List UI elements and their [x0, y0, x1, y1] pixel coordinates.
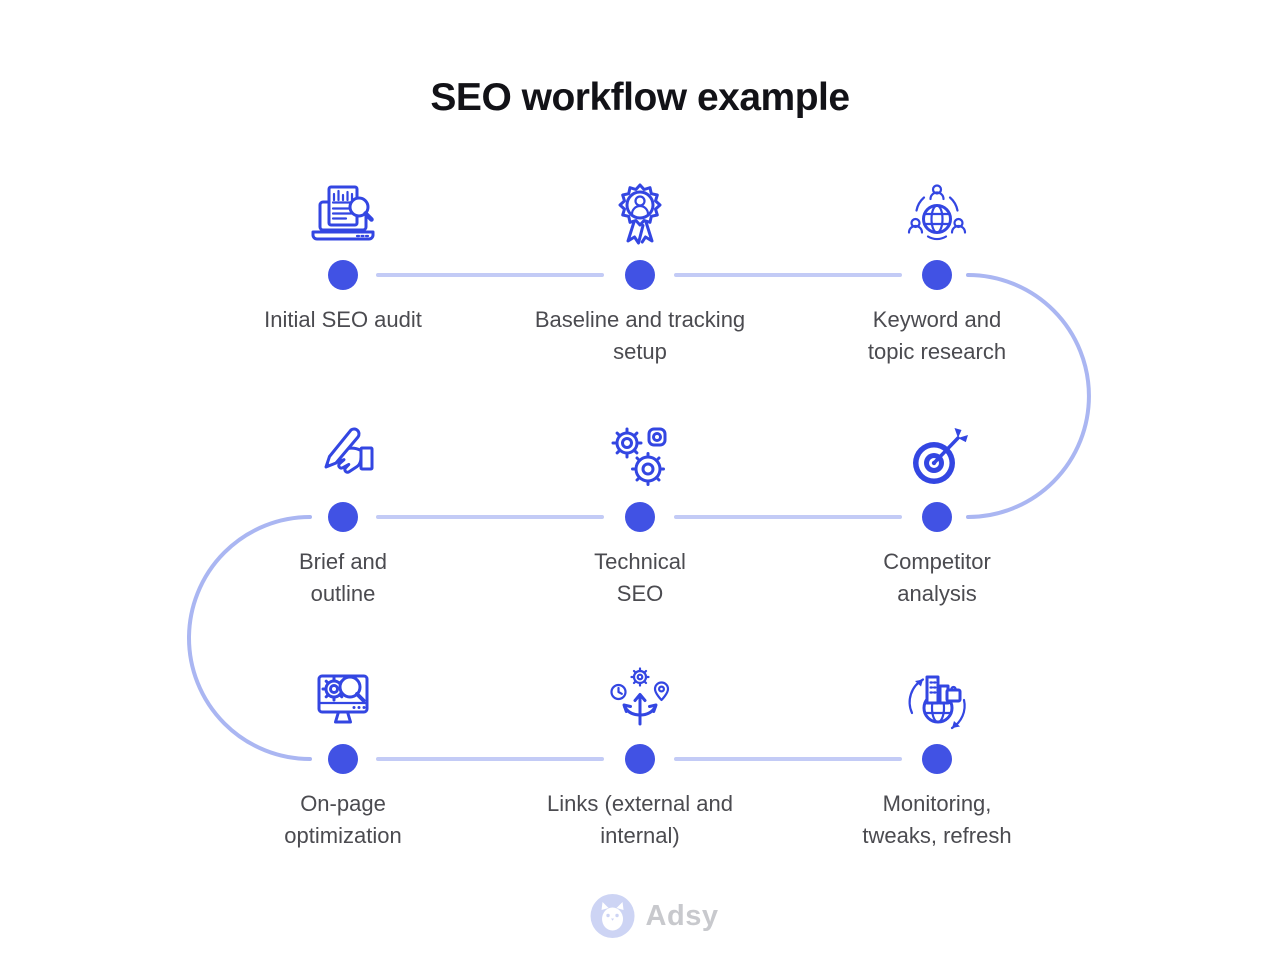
step-initial-seo-audit: Initial SEO audit — [203, 178, 483, 336]
step-competitor-analysis: Competitor analysis — [797, 420, 1077, 610]
step-technical-seo: Technical SEO — [500, 420, 780, 610]
target-arrow-icon — [797, 420, 1077, 494]
branching-arrows-icon — [500, 662, 780, 736]
step-label: Links (external and internal) — [547, 791, 733, 848]
step-baseline-tracking: Baseline and tracking setup — [500, 178, 780, 368]
globe-buildings-refresh-icon — [797, 662, 1077, 736]
step-node-dot — [328, 744, 358, 774]
step-label: On-page optimization — [284, 791, 402, 848]
step-brief-outline: Brief and outline — [203, 420, 483, 610]
gears-icon — [500, 420, 780, 494]
step-label: Monitoring, tweaks, refresh — [862, 791, 1012, 848]
step-node-dot — [625, 502, 655, 532]
connector-curve-left — [187, 515, 312, 761]
connector-curve-right — [966, 273, 1091, 519]
step-node-dot — [922, 502, 952, 532]
step-label: Brief and outline — [298, 549, 388, 606]
step-onpage-optimization: On-page optimization — [203, 662, 483, 852]
step-label: Baseline and tracking setup — [534, 307, 746, 364]
laptop-report-magnifier-icon — [203, 178, 483, 252]
globe-people-icon — [797, 178, 1077, 252]
hand-writing-pen-icon — [203, 420, 483, 494]
page-title: SEO workflow example — [430, 76, 850, 119]
owl-logo-icon — [590, 894, 635, 938]
step-node-dot — [328, 502, 358, 532]
brand-name: Adsy — [645, 899, 719, 932]
step-label: Keyword and topic research — [867, 307, 1007, 364]
step-links: Links (external and internal) — [500, 662, 780, 852]
step-node-dot — [922, 744, 952, 774]
step-label: Initial SEO audit — [264, 307, 422, 332]
monitor-gear-magnifier-icon — [203, 662, 483, 736]
brand-logo: Adsy — [590, 893, 719, 939]
step-monitoring: Monitoring, tweaks, refresh — [797, 662, 1077, 852]
step-node-dot — [922, 260, 952, 290]
step-node-dot — [328, 260, 358, 290]
step-label: Technical SEO — [594, 549, 686, 606]
award-badge-person-icon — [500, 178, 780, 252]
step-keyword-topic-research: Keyword and topic research — [797, 178, 1077, 368]
step-node-dot — [625, 260, 655, 290]
step-node-dot — [625, 744, 655, 774]
step-label: Competitor analysis — [883, 549, 991, 606]
